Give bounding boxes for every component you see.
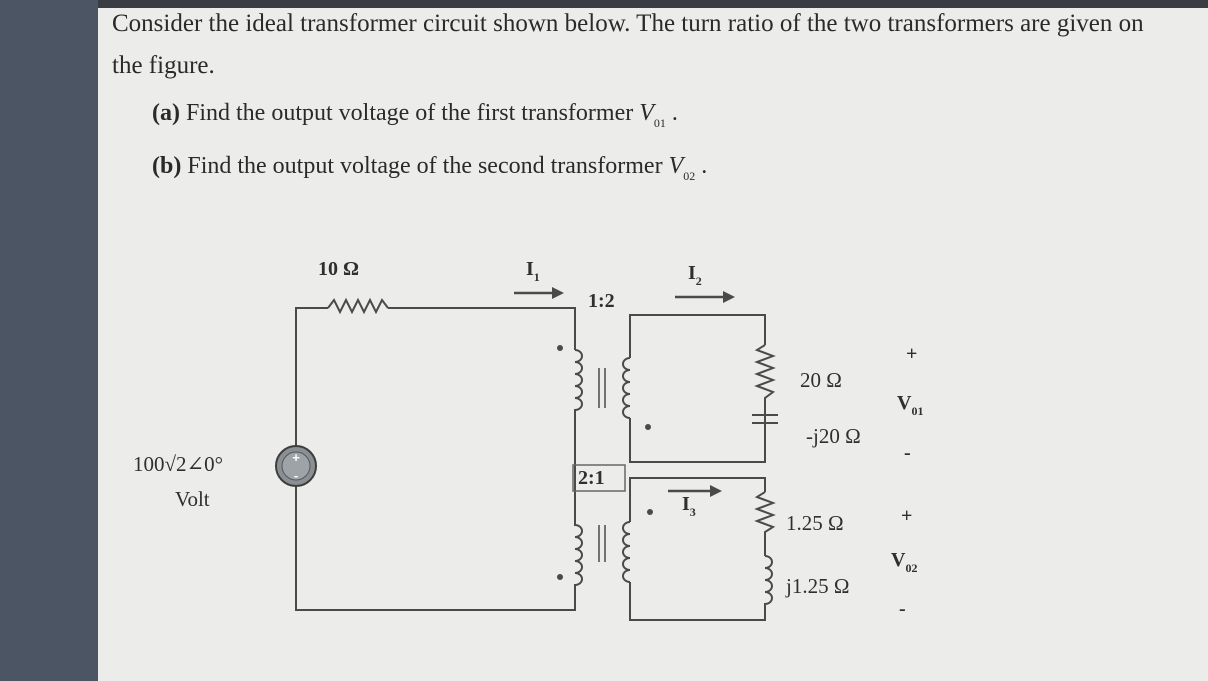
paper-sheet [98,8,1208,681]
label-j1-25-ohm: j1.25 Ω [786,574,850,598]
v01-symbol: V [897,392,912,414]
v02-plus: + [901,505,913,527]
v02-subscript: 02 [905,561,918,575]
dot-secondary-2 [647,509,653,515]
capacitor-j20 [752,414,778,462]
ratio-box-2-1 [572,464,626,492]
label-source-unit: Volt [175,487,210,511]
label-i3: I3 [682,493,696,520]
v01-minus: - [904,442,911,464]
v02-minus: - [899,598,906,620]
dot-secondary-1 [645,424,651,430]
dot-primary-2 [557,574,563,580]
part-a-label: (a) [152,100,180,126]
label-20-ohm: 20 Ω [800,368,842,392]
problem-intro-line1: Consider the ideal transformer circuit s… [112,10,1144,37]
part-b-text: Find the output voltage of the second tr… [187,153,663,179]
part-b-end: . [701,153,708,179]
v01-subscript: 01 [911,404,924,418]
i3-symbol: I [682,493,690,515]
label-ratio-2-1: 2:1 [578,467,605,489]
secondary-coil-2 [622,521,631,583]
v02-symbol: V [891,549,906,571]
wire-secondary1-loop [629,314,766,463]
label-minus-j20-ohm: -j20 Ω [806,424,861,448]
arrowhead-i3 [710,485,722,497]
wire-secondary2-loop [629,477,766,621]
label-i1: I1 [526,258,540,285]
i3-subscript: 3 [689,505,696,519]
part-a-text: Find the output voltage of the first tra… [185,100,634,126]
part-a: (a) Find the output voltage of the first… [152,100,678,131]
part-a-symbol: V [639,100,654,126]
i1-subscript: 1 [533,270,540,284]
part-b-label: (b) [152,153,182,179]
label-source-value: 100√2∠0° [133,452,224,476]
primary-coil-2 [574,472,583,595]
inductor-j1-25 [764,555,773,605]
i1-symbol: I [526,258,534,280]
voltage-source: + - [275,445,317,487]
wire-top-primary [388,307,576,350]
part-b: (b) Find the output voltage of the secon… [152,153,707,184]
svg-text:-: - [294,468,298,483]
core-1 [598,368,606,408]
part-b-subscript: 02 [683,169,696,183]
secondary-coil-1 [622,357,631,419]
label-ratio-1-2: 1:2 [588,290,615,312]
label-10-ohm: 10 Ω [318,258,360,280]
i2-symbol: I [688,262,696,284]
left-edge [0,0,98,681]
label-1-25-ohm: 1.25 Ω [786,511,844,535]
part-a-end: . [671,100,678,126]
wire-source-top [295,307,328,446]
part-b-symbol: V [668,153,684,179]
dot-primary-1 [557,345,563,351]
arrowhead-i1 [552,287,564,299]
wire-source-bottom [295,486,576,611]
label-i2: I2 [688,262,702,289]
svg-text:+: + [292,450,300,465]
label-v01: V01 [897,392,923,419]
resistor-10-ohm [327,297,389,315]
core-2 [598,525,606,562]
resistor-20-ohm [754,344,776,415]
arrowhead-i2 [723,291,735,303]
v01-plus: + [906,343,918,365]
resistor-1-25-ohm [754,491,776,556]
label-v02: V02 [891,549,917,576]
primary-coil-1 [574,349,583,472]
i2-subscript: 2 [695,274,702,288]
problem-intro-line2: the figure. [112,52,215,79]
part-a-subscript: 01 [653,116,666,130]
